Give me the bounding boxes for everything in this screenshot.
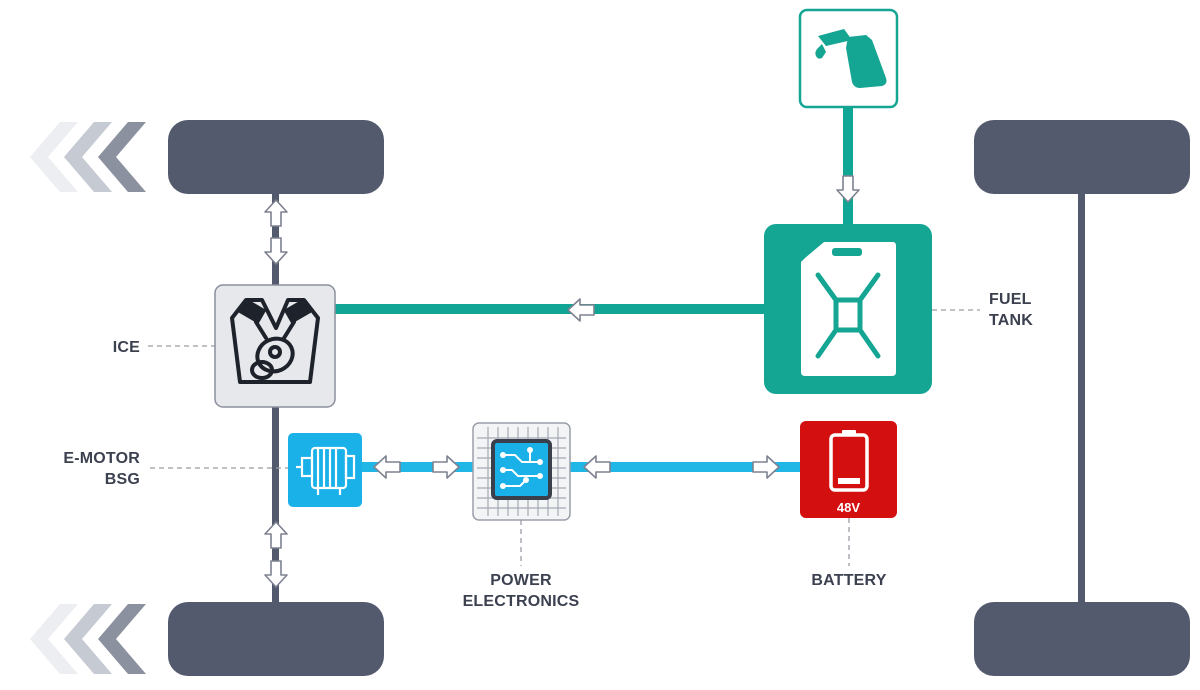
front-left-wheel — [168, 120, 384, 194]
electric-line-motor-pe — [358, 462, 476, 472]
chevron-left-icon — [98, 604, 146, 674]
rear-left-wheel — [974, 120, 1190, 194]
engine-icon — [230, 298, 320, 384]
label-battery: BATTERY — [811, 572, 887, 589]
flow-arrow-down — [264, 560, 288, 588]
battery-voltage: 48V — [837, 500, 860, 515]
ice-component — [214, 284, 336, 408]
flow-arrow-left — [583, 455, 611, 479]
chip-icon — [491, 439, 552, 500]
flow-arrow-left — [373, 455, 401, 479]
chevron-left-icon — [30, 122, 78, 192]
flow-arrow-down — [264, 237, 288, 265]
direction-chevrons-bottom — [30, 604, 146, 674]
chevron-left-icon — [64, 604, 112, 674]
emotor-component — [288, 433, 362, 507]
battery-component: 48V — [800, 421, 897, 518]
chevron-left-icon — [98, 122, 146, 192]
flow-arrow-up — [264, 521, 288, 549]
fuel-nozzle-icon — [815, 29, 887, 88]
flow-arrow-right — [432, 455, 460, 479]
chevron-left-icon — [30, 604, 78, 674]
power-electronics-component — [472, 422, 571, 521]
flow-arrow-right — [752, 455, 780, 479]
direction-chevrons-top — [30, 122, 146, 192]
jerry-can-icon — [801, 242, 896, 376]
rear-right-wheel — [974, 602, 1190, 676]
rear-axle-shaft — [1078, 190, 1085, 610]
battery-icon — [829, 430, 869, 492]
fuel-line-horizontal — [334, 304, 766, 314]
electric-motor-icon — [296, 446, 356, 495]
label-fuel-tank: FUEL TANK — [989, 291, 1034, 329]
front-right-wheel — [168, 602, 384, 676]
electric-line-pe-battery — [568, 462, 804, 472]
flow-arrow-up — [264, 199, 288, 227]
label-power-electronics: POWER ELECTRONICS — [462, 572, 580, 610]
label-ice: ICE — [112, 339, 140, 356]
label-emotor: E-MOTOR BSG — [63, 450, 140, 488]
fuel-pump-component — [798, 8, 899, 109]
chevron-left-icon — [64, 122, 112, 192]
flow-arrow-down — [836, 175, 860, 203]
fuel-tank-component — [764, 224, 932, 394]
fuel-line-vertical — [843, 106, 853, 228]
flow-arrow-left — [567, 298, 595, 322]
